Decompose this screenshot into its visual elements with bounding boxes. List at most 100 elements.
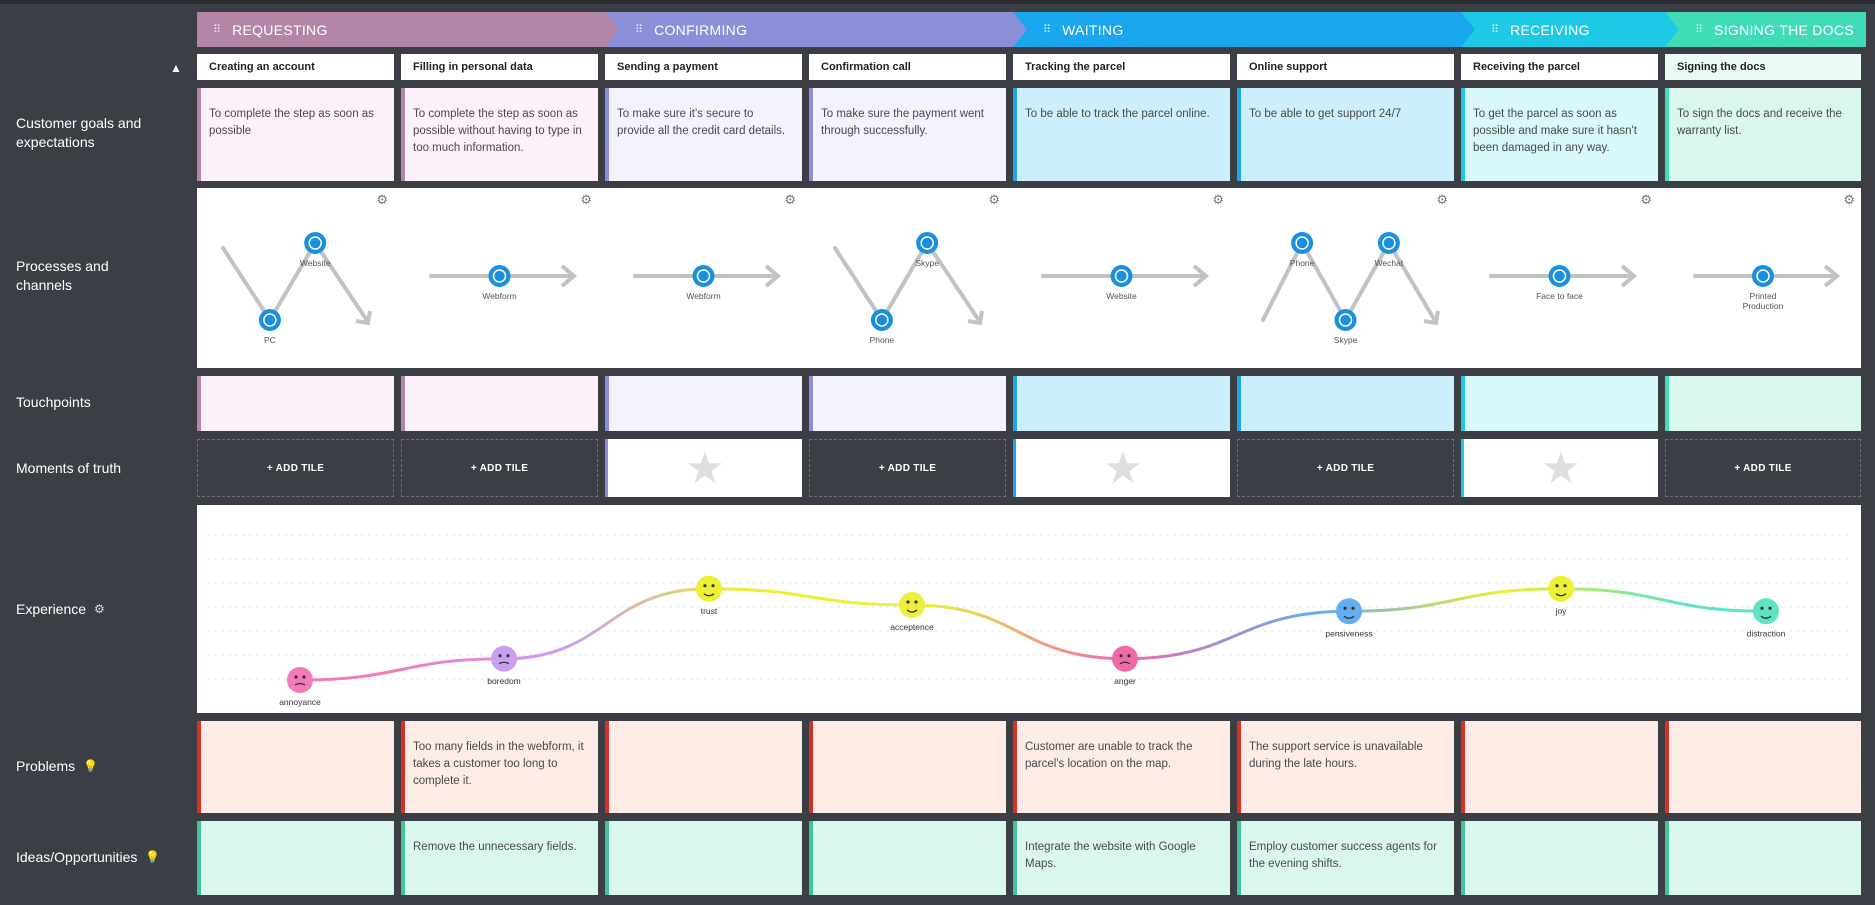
idea-card[interactable]: Integrate the website with Google Maps. — [1013, 821, 1230, 895]
sad-face-icon[interactable] — [287, 667, 313, 693]
lightbulb-icon[interactable]: 💡 — [145, 850, 161, 864]
drag-handle-icon[interactable]: ⠿ — [1491, 24, 1499, 36]
gear-icon[interactable]: ⚙ — [988, 192, 1000, 207]
channel-label: Website — [1106, 291, 1137, 301]
webform-icon[interactable] — [488, 265, 511, 287]
happy-face-icon[interactable] — [1548, 575, 1574, 602]
goal-card[interactable]: To be able to track the parcel online. — [1013, 88, 1230, 181]
webform-icon[interactable] — [692, 265, 715, 287]
add-tile-button[interactable]: + ADD TILE — [197, 439, 394, 497]
neutral-face-icon[interactable] — [491, 645, 517, 672]
problem-card[interactable]: The support service is unavailable durin… — [1237, 721, 1454, 813]
skype-icon[interactable] — [916, 232, 939, 254]
step-title[interactable]: Online support — [1237, 54, 1454, 80]
goal-card[interactable]: To be able to get support 24/7 — [1237, 88, 1454, 181]
goal-card[interactable]: To make sure the payment went through su… — [809, 88, 1006, 181]
phone-icon[interactable] — [1291, 232, 1314, 254]
touchpoint-card[interactable] — [1461, 376, 1658, 431]
phase-2[interactable]: ⠿ CONFIRMING — [605, 12, 1027, 47]
channel-label: Face to face — [1536, 291, 1583, 301]
lightbulb-icon[interactable]: 💡 — [83, 759, 99, 773]
touchpoint-card[interactable] — [197, 376, 394, 431]
phase-5[interactable]: ⠿SIGNING THE DOCS — [1665, 12, 1866, 47]
step-title[interactable]: Filling in personal data — [401, 54, 598, 80]
wechat-icon[interactable] — [1377, 232, 1400, 254]
idea-card[interactable] — [1461, 821, 1658, 895]
problem-card[interactable] — [809, 721, 1006, 813]
idea-card[interactable]: Employ customer success agents for the e… — [1237, 821, 1454, 895]
problem-card[interactable] — [1461, 721, 1658, 813]
touchpoint-card[interactable] — [1013, 376, 1230, 431]
row-label-text: Ideas/Opportunities — [16, 849, 138, 865]
touchpoint-card[interactable] — [1237, 376, 1454, 431]
touchpoint-card[interactable] — [605, 376, 802, 431]
person-icon[interactable] — [1548, 265, 1571, 287]
goal-card[interactable]: To get the parcel as soon as possible an… — [1461, 88, 1658, 181]
collapse-up-icon[interactable]: ▲ — [170, 61, 182, 75]
problem-card[interactable] — [1665, 721, 1861, 813]
idea-card[interactable] — [605, 821, 802, 895]
step-title[interactable]: Creating an account — [197, 54, 394, 80]
drag-handle-icon[interactable]: ⠿ — [213, 24, 221, 36]
problem-card[interactable] — [605, 721, 802, 813]
goal-card[interactable]: To sign the docs and receive the warrant… — [1665, 88, 1861, 181]
step-title[interactable]: Tracking the parcel — [1013, 54, 1230, 80]
globe-icon[interactable] — [304, 232, 327, 254]
problem-card[interactable]: Customer are unable to track the parcel'… — [1013, 721, 1230, 813]
add-tile-button[interactable]: + ADD TILE — [809, 439, 1006, 497]
touchpoint-card[interactable] — [809, 376, 1006, 431]
step-title[interactable]: Signing the docs — [1665, 54, 1861, 80]
document-icon[interactable] — [1752, 265, 1774, 287]
wink-face-icon[interactable] — [696, 575, 722, 602]
gear-icon[interactable]: ⚙ — [1212, 192, 1224, 207]
touchpoint-card[interactable] — [401, 376, 598, 431]
phase-label: CONFIRMING — [654, 21, 748, 38]
smile-face-icon[interactable] — [899, 592, 925, 618]
gear-icon[interactable]: ⚙ — [1640, 192, 1652, 207]
step-title[interactable]: Sending a payment — [605, 54, 802, 80]
add-tile-button[interactable]: + ADD TILE — [1665, 439, 1861, 497]
idea-card[interactable] — [809, 821, 1006, 895]
computer-icon[interactable] — [258, 309, 281, 331]
angry-face-icon[interactable] — [1112, 645, 1138, 672]
drag-handle-icon[interactable]: ⠿ — [1695, 24, 1703, 36]
add-tile-button[interactable]: + ADD TILE — [1237, 439, 1454, 497]
step-title[interactable]: Confirmation call — [809, 54, 1006, 80]
touchpoint-card[interactable] — [1665, 376, 1861, 431]
drag-handle-icon[interactable]: ⠿ — [1043, 24, 1051, 36]
moment-of-truth-tile[interactable]: ★ — [1013, 439, 1230, 497]
goal-card[interactable]: To complete the step as soon as possible — [197, 88, 394, 181]
top-edge — [0, 0, 1875, 4]
idea-card[interactable] — [197, 821, 394, 895]
pensive-face-icon[interactable] — [1336, 598, 1362, 625]
skype-icon[interactable] — [1334, 309, 1357, 331]
gear-icon[interactable]: ⚙ — [1843, 192, 1855, 207]
globe-icon[interactable] — [1110, 265, 1133, 287]
phase-3[interactable]: ⠿WAITING — [1013, 12, 1475, 47]
gear-icon[interactable]: ⚙ — [784, 192, 796, 207]
drag-handle-icon[interactable]: ⠿ — [635, 24, 643, 36]
gear-icon[interactable]: ⚙ — [580, 192, 592, 207]
star-icon: ★ — [685, 443, 725, 493]
idea-card[interactable]: Remove the unnecessary fields. — [401, 821, 598, 895]
step-title[interactable]: Receiving the parcel — [1461, 54, 1658, 80]
goal-card[interactable]: To make sure it's secure to provide all … — [605, 88, 802, 181]
channels-diagram: ⚙WebsitePC⚙Webform⚙Webform⚙SkypePhone⚙We… — [221, 192, 1855, 345]
idea-card[interactable] — [1665, 821, 1861, 895]
moment-of-truth-tile[interactable]: ★ — [1461, 439, 1658, 497]
problem-card[interactable]: Too many fields in the webform, it takes… — [401, 721, 598, 813]
row-label-text: Processes and channels — [16, 258, 109, 293]
phone-icon[interactable] — [870, 309, 893, 331]
moment-of-truth-tile[interactable]: ★ — [605, 439, 802, 497]
phase-4[interactable]: ⠿RECEIVING — [1461, 12, 1679, 47]
row-label-experience: Experience⚙ — [16, 600, 105, 619]
phase-1[interactable]: ⠿REQUESTING — [197, 12, 619, 47]
goal-card[interactable]: To complete the step as soon as possible… — [401, 88, 598, 181]
distracted-face-icon[interactable] — [1753, 598, 1779, 625]
problem-card[interactable] — [197, 721, 394, 813]
add-tile-button[interactable]: + ADD TILE — [401, 439, 598, 497]
row-label-text: Moments of truth — [16, 460, 122, 476]
gear-icon[interactable]: ⚙ — [376, 192, 388, 207]
gear-icon[interactable]: ⚙ — [1436, 192, 1448, 207]
gear-icon[interactable]: ⚙ — [94, 602, 105, 616]
